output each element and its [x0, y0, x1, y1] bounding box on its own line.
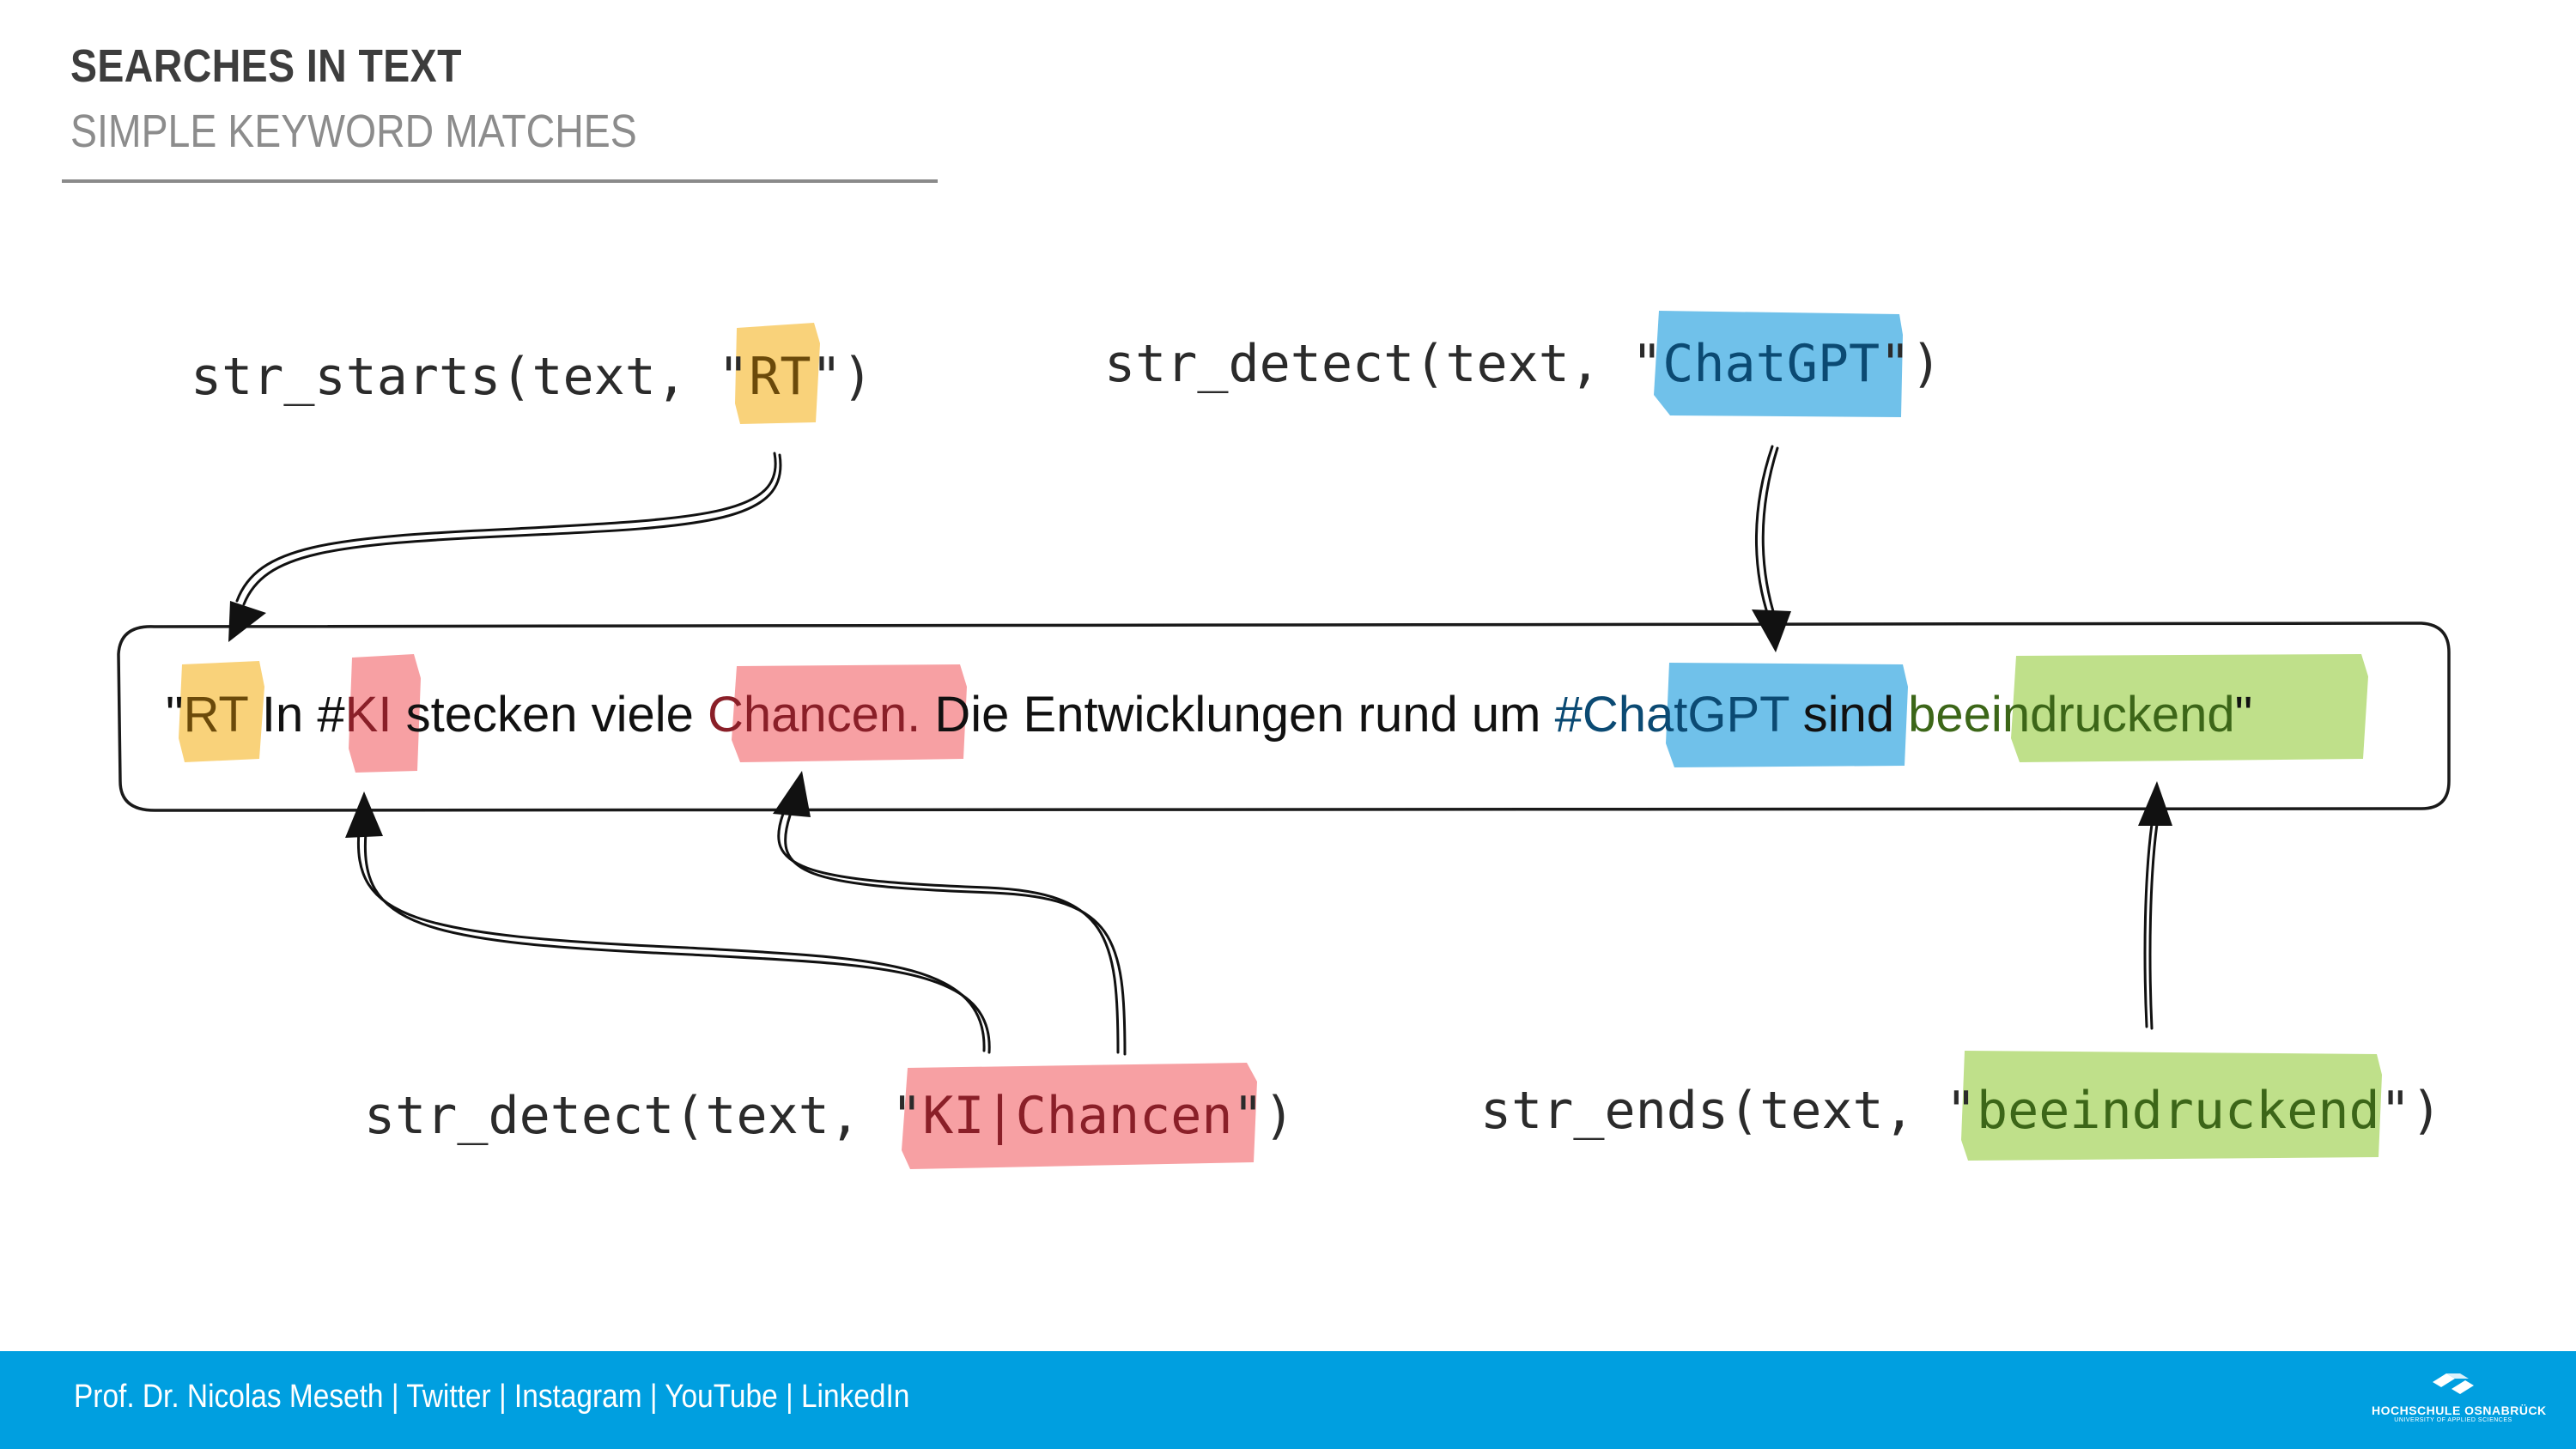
sentence-part-2: stecken viele: [392, 687, 708, 743]
arrow-starts-to-rt: [228, 452, 782, 642]
sentence-keyword-ki: KI: [345, 687, 392, 743]
logo-tagline: UNIVERSITY OF APPLIED SCIENCES: [2394, 1417, 2512, 1423]
sentence-part-3: Die Entwicklungen rund um: [920, 687, 1554, 743]
highlight-text-beeindruckend: [2011, 654, 2368, 762]
sentence-keyword-rt: RT: [184, 687, 249, 743]
code-arg-rt: RT: [749, 347, 811, 407]
page-subtitle: SIMPLE KEYWORD MATCHES: [70, 106, 637, 157]
arrow-detect-to-chancen: [773, 771, 1127, 1056]
code-arg-ki-chancen: KI|Chancen: [922, 1086, 1232, 1146]
code-str-ends: str_ends(text, "beeindruckend"): [1480, 1081, 2442, 1141]
highlight-code-rt: [735, 323, 820, 424]
highlight-text-chatgpt: [1666, 663, 1908, 767]
keyword-match-diagram: "RT In #KI stecken viele Chancen. Die En…: [117, 311, 2451, 1169]
arrow-ends-to-beeindruckend: [2138, 781, 2172, 1030]
sentence-keyword-chatgpt: #ChatGPT: [1555, 687, 1790, 743]
sentence-keyword-chancen: Chancen.: [708, 687, 920, 743]
code-str-detect-ki-chancen: str_detect(text, "KI|Chancen"): [364, 1086, 1295, 1146]
sentence-text: "RT In #KI stecken viele Chancen. Die En…: [166, 687, 2252, 743]
sentence-box: [117, 621, 2451, 812]
arrow-detect-to-chatgpt: [1752, 445, 1791, 652]
sentence-open-quote: ": [166, 687, 184, 743]
code-str-detect-chatgpt: str_detect(text, "ChatGPT"): [1104, 334, 1941, 394]
page-title: SEARCHES IN TEXT: [70, 40, 462, 92]
footer-bar: Prof. Dr. Nicolas Meseth | Twitter | Ins…: [0, 1351, 2576, 1449]
sentence-part-1: In #: [248, 687, 345, 743]
code-arg-chatgpt: ChatGPT: [1662, 334, 1880, 394]
highlight-code-ki-chancen: [902, 1063, 1257, 1169]
title-divider: [62, 179, 938, 183]
highlight-text-chancen: [732, 664, 967, 762]
code-arg-beeindruckend: beeindruckend: [1977, 1081, 2380, 1141]
highlight-text-ki: [349, 654, 421, 773]
sentence-close-quote: ": [2235, 687, 2253, 743]
code-str-starts: str_starts(text, "RT"): [191, 347, 873, 407]
hs-logo-icon: [2433, 1373, 2474, 1394]
sentence-keyword-beeindruckend: beeindruckend: [1908, 687, 2235, 743]
footer-credits: Prof. Dr. Nicolas Meseth | Twitter | Ins…: [74, 1379, 910, 1415]
arrow-detect-to-ki: [345, 791, 991, 1054]
logo-name: HOCHSCHULE OSNABRÜCK: [2372, 1404, 2547, 1417]
highlight-text-rt: [179, 661, 264, 762]
highlights: [179, 311, 2382, 1169]
highlight-code-chatgpt: [1654, 311, 1903, 417]
sentence-part-4: sind: [1789, 687, 1909, 743]
highlight-code-beeindruckend: [1961, 1051, 2382, 1161]
university-logo: HOCHSCHULE OSNABRÜCK UNIVERSITY OF APPLI…: [2372, 1370, 2547, 1432]
